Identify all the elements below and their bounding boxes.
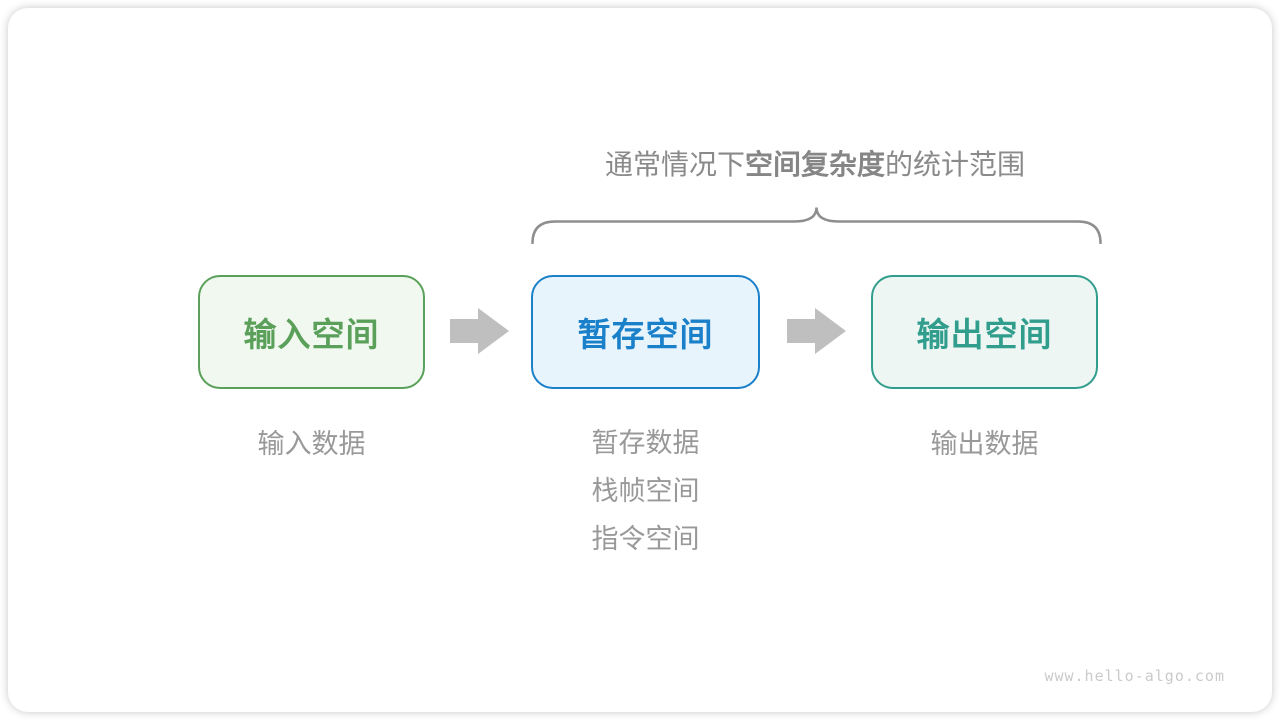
diagram-card: 通常情况下空间复杂度的统计范围 输入空间 暂存空间 输出空间 输入数据 [8, 8, 1272, 712]
curly-brace-icon [531, 206, 1102, 244]
output-data-caption: 输出数据 [930, 429, 1039, 459]
arrow-right-icon [787, 308, 847, 354]
title-suffix: 的统计范围 [885, 149, 1026, 180]
arrow-right-icon [450, 308, 510, 354]
input-data-caption: 输入数据 [257, 429, 366, 459]
output-space-box: 输出空间 [871, 275, 1098, 389]
stack-frame-caption: 栈帧空间 [591, 476, 700, 506]
watermark-url: www.hello-algo.com [1044, 667, 1225, 685]
temp-space-box: 暂存空间 [531, 275, 760, 389]
temp-data-caption: 暂存数据 [591, 428, 700, 458]
output-space-label: 输出空间 [916, 316, 1053, 353]
temp-space-label: 暂存空间 [577, 316, 714, 353]
input-space-box: 输入空间 [198, 275, 425, 389]
diagram-title: 通常情况下空间复杂度的统计范围 [508, 149, 1122, 181]
title-prefix: 通常情况下 [604, 149, 745, 180]
title-bold-term: 空间复杂度 [744, 149, 885, 180]
input-space-label: 输入空间 [243, 316, 380, 353]
instruction-space-caption: 指令空间 [591, 524, 700, 554]
